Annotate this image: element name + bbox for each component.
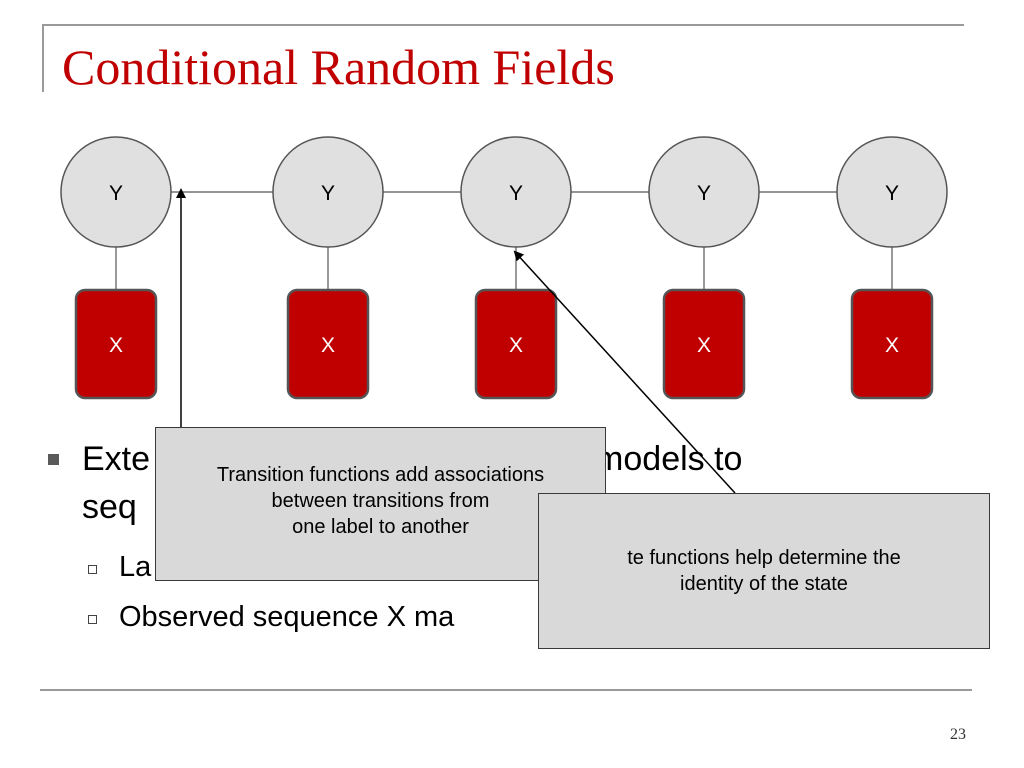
slide-frame-left xyxy=(42,24,44,92)
label-node-y xyxy=(460,136,572,248)
bullet-level2-item-2: Observed sequence X ma xyxy=(48,592,988,642)
label-node-y xyxy=(836,136,948,248)
transition-functions-callout: Transition functions add associations be… xyxy=(155,427,606,581)
square-bullet-icon xyxy=(48,454,59,465)
callout-line: between transitions from xyxy=(271,490,490,512)
callout-line: Transition functions add associations xyxy=(216,464,545,486)
observation-node-x xyxy=(850,288,934,400)
slide-frame-top xyxy=(42,24,964,26)
observation-node-text: X xyxy=(885,334,899,357)
bullet-list: Exte models to seq La Observed sequence X… xyxy=(48,434,988,642)
bullet-level2-item-1: La xyxy=(48,542,988,592)
label-node-text: Y xyxy=(321,182,335,205)
hollow-square-bullet-icon xyxy=(88,565,97,574)
bullet-level1-text-start: Exte xyxy=(82,440,151,478)
observation-node-text: X xyxy=(109,334,123,357)
observation-node-x xyxy=(286,288,370,400)
bullet-level1-line2: seq xyxy=(48,482,988,532)
footer-rule xyxy=(40,689,972,691)
bullet-level2-text: La xyxy=(119,551,152,583)
observation-node-x xyxy=(74,288,158,400)
observation-node-text: X xyxy=(697,334,711,357)
label-node-text: Y xyxy=(885,182,899,205)
label-node-text: Y xyxy=(509,182,523,205)
bullet-level1-text-end: models to xyxy=(595,440,743,478)
label-node-y xyxy=(272,136,384,248)
slide-title: Conditional Random Fields xyxy=(62,39,615,95)
label-node-text: Y xyxy=(697,182,711,205)
state-functions-callout: te functions help determine the identity… xyxy=(538,493,990,649)
label-node-y xyxy=(60,136,172,248)
callout-line: one label to another xyxy=(292,516,469,538)
bullet-level1: Exte models to xyxy=(48,434,988,484)
callout-line: identity of the state xyxy=(680,573,848,595)
hollow-square-bullet-icon xyxy=(88,615,97,624)
label-node-text: Y xyxy=(109,182,123,205)
observation-node-x xyxy=(662,288,746,400)
bullet-level2-text: Observed sequence X ma xyxy=(119,601,455,633)
bullet-level1-line2-text: seq xyxy=(82,488,137,526)
page-number: 23 xyxy=(950,726,966,743)
diagram-edges xyxy=(115,191,893,290)
observation-node-text: X xyxy=(509,334,523,357)
observation-node-text: X xyxy=(321,334,335,357)
label-node-y xyxy=(648,136,760,248)
observation-node-x xyxy=(474,288,558,400)
callout-line: te functions help determine the xyxy=(627,547,901,569)
diagram-nodes: Y Y Y Y Y X X X X X xyxy=(60,136,948,400)
